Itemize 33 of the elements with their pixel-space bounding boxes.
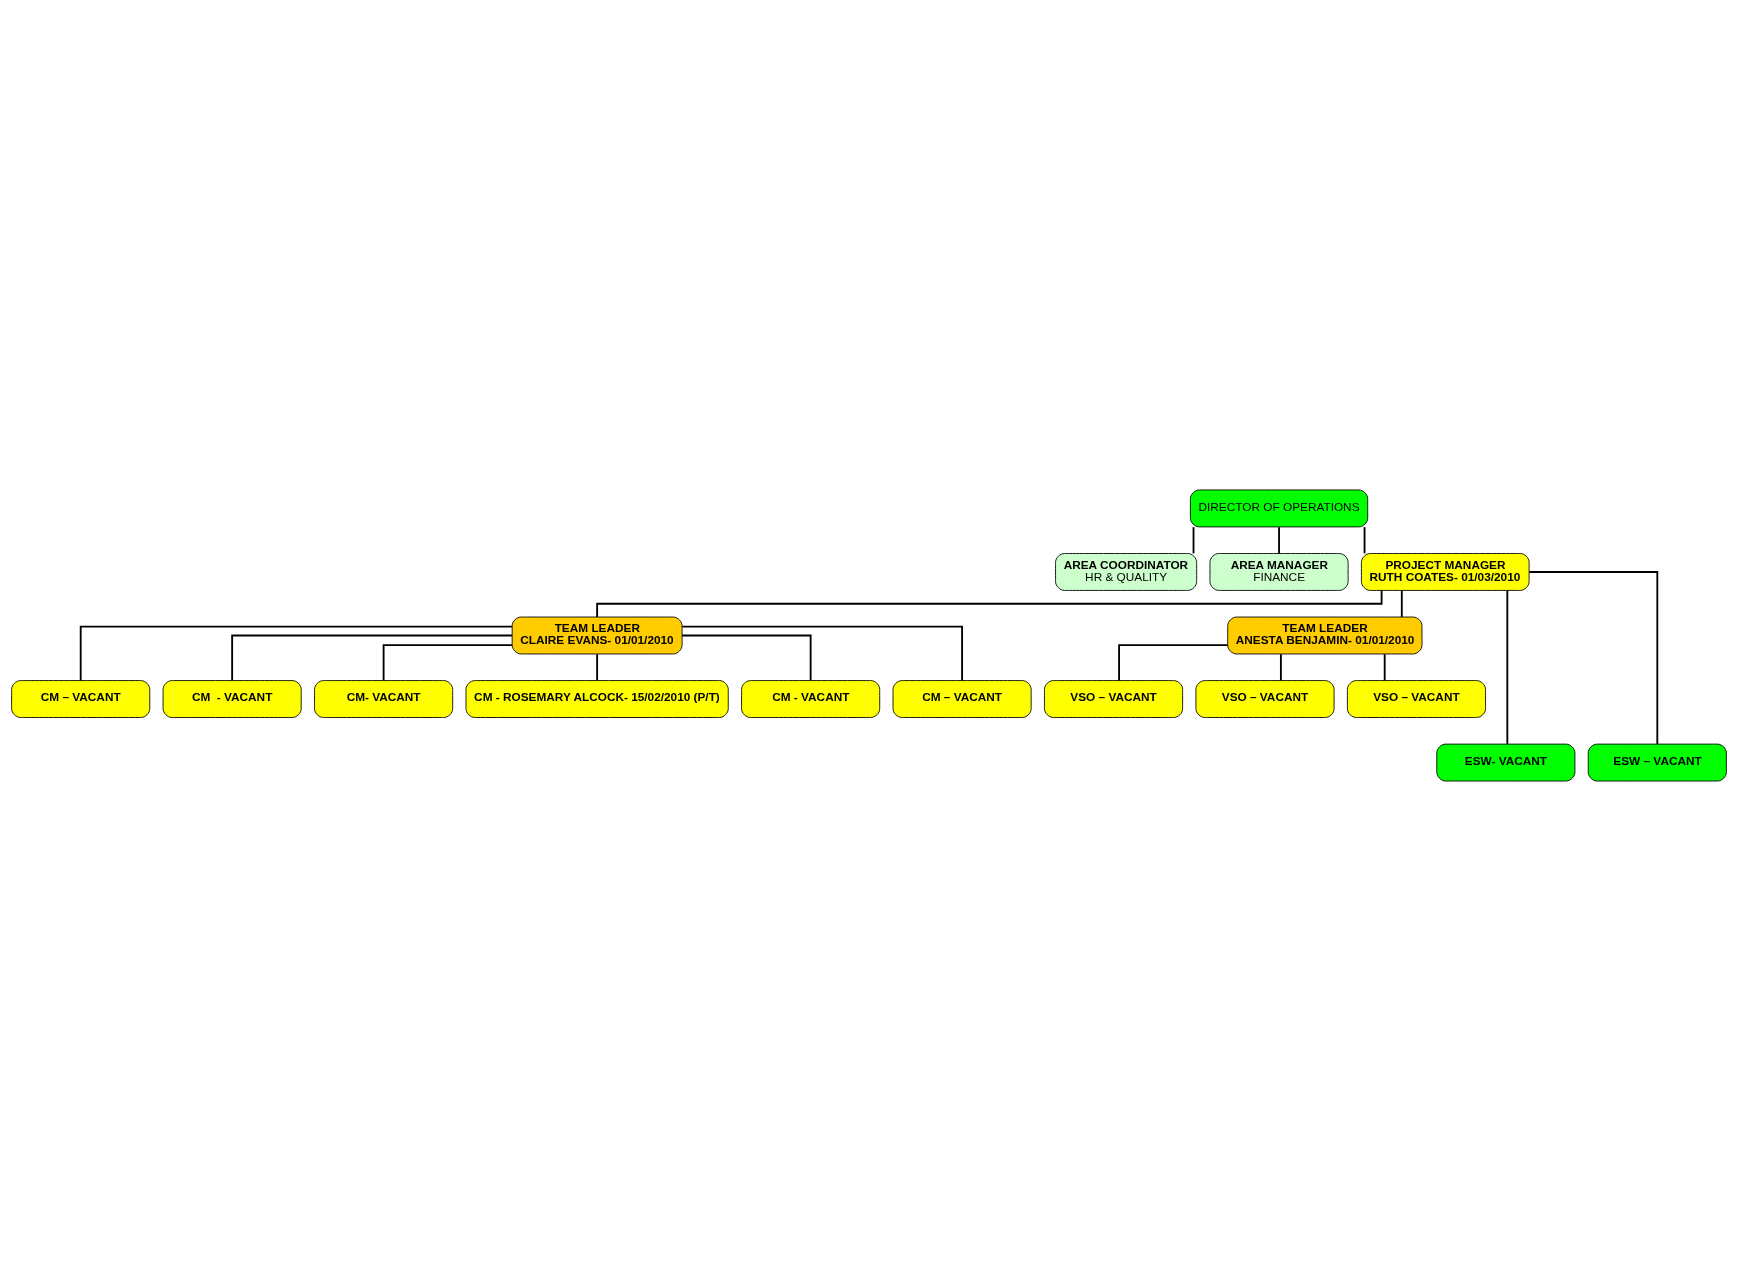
node-box: CM - VACANT (741, 680, 881, 718)
node-box: TEAM LEADER ANESTA BENJAMIN- 01/01/2010 (1227, 616, 1423, 655)
node-box: VSO – VACANT (1195, 680, 1335, 718)
node-box: ESW – VACANT (1587, 743, 1727, 782)
node-box: CM - ROSEMARY ALCOCK- 15/02/2010 (P/T) (465, 680, 729, 718)
connector (1278, 526, 1280, 555)
connector (1192, 526, 1195, 555)
connector (596, 589, 1383, 618)
connector (1528, 571, 1659, 745)
node-box: DIRECTOR OF OPERATIONS (1189, 489, 1369, 528)
connector (1383, 653, 1386, 682)
connector (681, 634, 812, 682)
connector (79, 625, 514, 682)
node-box: ESW- VACANT (1436, 743, 1576, 782)
connector (382, 644, 514, 682)
node-box: CM- VACANT (314, 680, 454, 718)
node-box: AREA MANAGER FINANCE (1209, 553, 1349, 591)
connector (231, 634, 513, 682)
node-box: VSO – VACANT (1044, 680, 1184, 718)
connector (596, 653, 599, 682)
connector (681, 625, 963, 682)
node-box: CM – VACANT (892, 680, 1032, 718)
connector (1506, 589, 1509, 745)
node-box: AREA COORDINATOR HR & QUALITY (1055, 553, 1198, 591)
connector (1363, 526, 1366, 555)
node-box: TEAM LEADER CLAIRE EVANS- 01/01/2010 (511, 616, 683, 655)
connector (1279, 653, 1282, 682)
connector (1118, 644, 1229, 682)
node-box: VSO – VACANT (1346, 680, 1486, 718)
connector (1400, 589, 1403, 618)
node-box: PROJECT MANAGER RUTH COATES- 01/03/2010 (1360, 553, 1530, 591)
node-box: CM - VACANT (162, 680, 302, 718)
node-box: CM – VACANT (11, 680, 151, 718)
